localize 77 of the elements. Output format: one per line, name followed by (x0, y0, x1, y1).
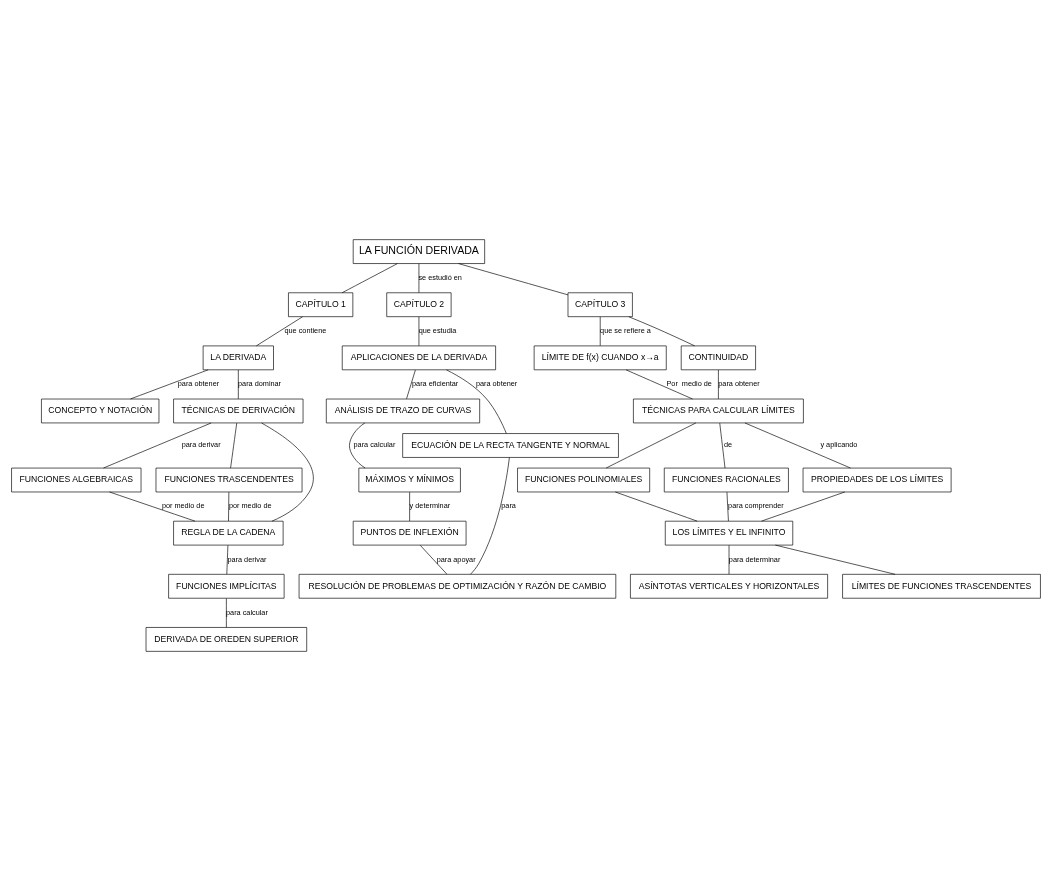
connector (625, 369, 693, 399)
edge-label: para comprender (728, 500, 784, 510)
node-box: CAPÍTULO 2 (386, 291, 452, 317)
node-box: ASÍNTOTAS VERTICALES Y HORIZONTALES (630, 573, 828, 599)
edge-label: para derivar (227, 554, 267, 564)
node-box: LÍMITES DE FUNCIONES TRASCENDENTES (842, 573, 1041, 599)
edge-label: para obtener (177, 378, 220, 388)
connector (406, 369, 416, 399)
connector (226, 544, 229, 574)
node-box: PROPIEDADES DE LOS LÍMITES (802, 467, 952, 492)
connector (341, 262, 398, 293)
connector (409, 491, 410, 521)
connector (726, 491, 729, 521)
connector (458, 262, 569, 295)
connector (109, 491, 196, 521)
edge-label: por medio de (228, 500, 272, 510)
connector (775, 544, 896, 575)
node-box: LA FUNCIÓN DERIVADA (352, 238, 485, 264)
edge-label: para dominar (238, 378, 282, 388)
connector (628, 315, 695, 346)
connector (103, 422, 212, 468)
connector (744, 422, 851, 468)
edge-label: se estudió en (418, 272, 462, 282)
connector (718, 369, 719, 399)
connector (256, 315, 303, 346)
edge-label: y aplicando (820, 439, 858, 449)
edge-label: para obtener (475, 378, 518, 388)
node-box: TÉCNICAS PARA CALCULAR LÍMITES (633, 398, 804, 423)
edge-label: para calcular (353, 439, 396, 449)
connector (261, 422, 314, 521)
connector (228, 491, 230, 521)
node-box: FUNCIONES TRASCENDENTES (155, 467, 303, 492)
edge-label: para (501, 500, 516, 510)
edge-label: para eficientar (412, 378, 459, 388)
edge-label: de (723, 439, 733, 449)
edge-label: para derivar (181, 439, 221, 449)
node-box: ANÁLISIS DE TRAZO DE CURVAS (325, 398, 480, 423)
edge-label: para determinar (728, 554, 781, 564)
node-box: DERIVADA DE OREDEN SUPERIOR (145, 626, 308, 652)
edge-label: Por medio de (666, 378, 712, 388)
edge-label: que contiene (284, 325, 327, 335)
node-box: PUNTOS DE INFLEXIÓN (352, 520, 467, 545)
node-box: RESOLUCIÓN DE PROBLEMAS DE OPTIMIZACIÓN Y RAZÓN DE CAMBIO (298, 573, 617, 599)
node-box: TÉCNICAS DE DERIVACIÓN (173, 398, 304, 423)
connector (349, 422, 366, 468)
node-box: FUNCIONES POLINOMIALES (517, 467, 650, 492)
node-box: MÁXIMOS Y MÍNIMOS (358, 467, 461, 492)
node-box: CONCEPTO Y NOTACIÓN (41, 398, 160, 423)
node-box: LÍMITE DE f(x) CUANDO x→a (533, 345, 667, 370)
node-box: REGLA DE LA CADENA (173, 520, 284, 545)
node-box: CAPÍTULO 3 (567, 291, 633, 317)
node-box: CONTINUIDAD (680, 345, 756, 370)
edge-label: para calcular (226, 607, 268, 617)
node-box: LOS LÍMITES Y EL INFINITO (664, 520, 794, 545)
node-box: FUNCIONES IMPLÍCITAS (168, 573, 285, 599)
node-box: FUNCIONES ALGEBRAICAS (11, 467, 142, 492)
edge-label: y determinar (409, 500, 451, 510)
connector (446, 369, 507, 434)
node-box: LA DERIVADA (202, 345, 274, 370)
connector (130, 369, 209, 399)
node-box: CAPÍTULO 1 (288, 291, 354, 317)
edge-label: para apoyar (436, 554, 476, 564)
edge-label: para obtener (718, 378, 760, 388)
node-box: ECUACIÓN DE LA RECTA TANGENTE Y NORMAL (402, 432, 619, 458)
connector (719, 422, 726, 468)
connector (230, 422, 238, 468)
connector (418, 262, 420, 293)
edge-label: que se refiere a (600, 325, 651, 335)
connector (615, 491, 698, 521)
node-box: APLICACIONES DE LA DERIVADA (341, 345, 496, 370)
connector (226, 597, 227, 628)
connector (419, 544, 448, 574)
edge-label: que estudia (418, 325, 457, 335)
connector (761, 491, 846, 521)
connector (470, 456, 510, 575)
node-box: FUNCIONES RACIONALES (663, 467, 789, 492)
edge-label: por medio de (161, 500, 205, 510)
